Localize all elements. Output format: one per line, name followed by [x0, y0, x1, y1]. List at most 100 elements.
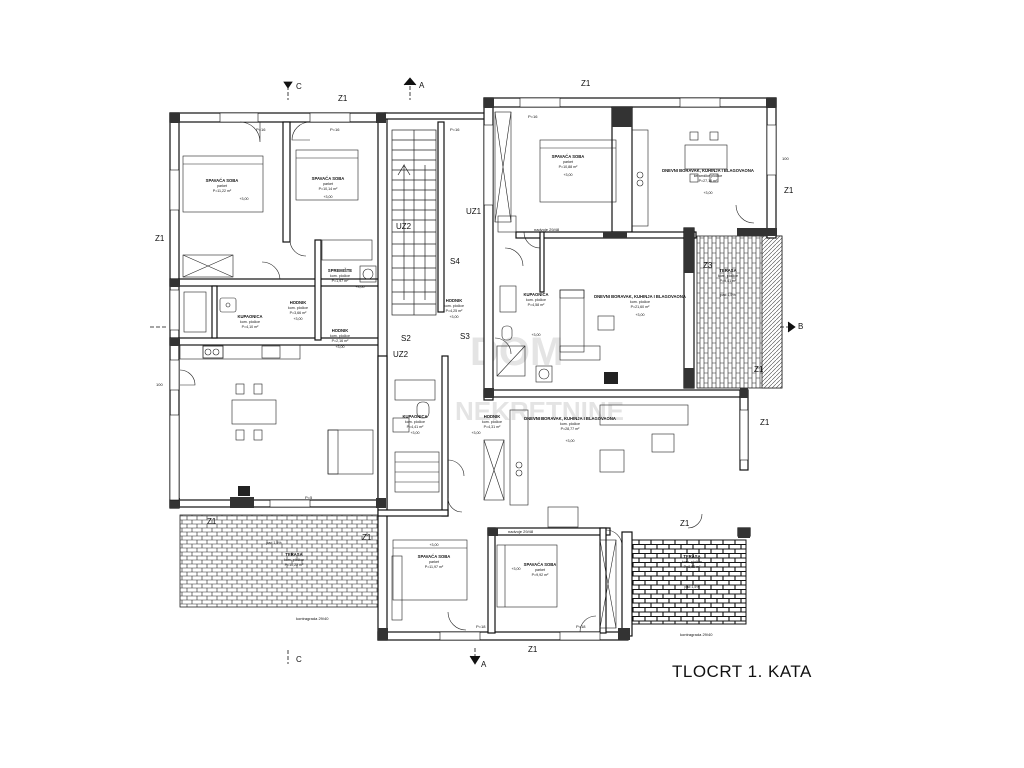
dark-fixtures: [202, 345, 618, 496]
tag-s2: S2: [401, 334, 411, 343]
svg-text:+3,00: +3,00: [355, 285, 364, 289]
staircase: [391, 129, 437, 316]
tag-z1: Z1: [362, 533, 372, 542]
svg-text:TERASA: TERASA: [683, 554, 700, 559]
dim-width: 100: [156, 382, 163, 387]
svg-text:DNEVNI BORAVAK, KUHINJA I BLAG: DNEVNI BORAVAK, KUHINJA I BLAGOVAONA: [594, 294, 686, 299]
room-label: SPAVAĆA SOBA parket P=11,97 m² +3,00: [418, 543, 451, 569]
svg-text:HODNIK: HODNIK: [446, 298, 463, 303]
door-swings: [179, 121, 755, 633]
section-marker-a-bottom: A: [481, 660, 487, 669]
dim-p16: P=16: [450, 127, 460, 132]
svg-text:KUPAONICA: KUPAONICA: [402, 414, 427, 419]
room-label: SPAVAĆA SOBA parket P=10,14 m² +3,00: [312, 176, 345, 199]
watermark: DOM NEKRETNINE: [455, 330, 624, 426]
svg-text:P=9,92 m²: P=9,92 m²: [532, 573, 549, 577]
svg-text:KUPAONICA: KUPAONICA: [523, 292, 548, 297]
svg-text:HODNIK: HODNIK: [332, 328, 349, 333]
svg-text:SPAVAĆA SOBA: SPAVAĆA SOBA: [524, 562, 557, 567]
tag-z3: Z3: [703, 261, 713, 270]
svg-text:kom. pločice: kom. pločice: [482, 420, 502, 424]
svg-text:DNEVNI BORAVAK, KUHINJA I BLAG: DNEVNI BORAVAK, KUHINJA I BLAGOVAONA: [662, 168, 754, 173]
room-labels: SPAVAĆA SOBA parket P=11,22 m² +3,00 SPA…: [206, 154, 754, 589]
svg-text:+3,00: +3,00: [429, 543, 438, 547]
dim-width: 100: [782, 156, 789, 161]
dim-p16: P=16: [330, 127, 340, 132]
watermark-line2: NEKRETNINE: [455, 396, 624, 426]
svg-text:SPREMIŠTE: SPREMIŠTE: [328, 268, 352, 273]
svg-text:kom. pločice: kom. pločice: [288, 306, 308, 310]
terrace-bottom-right: [627, 539, 747, 625]
room-label: TERASA kom. pločice P=10,22 m² pad 1,5%: [266, 541, 304, 567]
tag-z1: Z1: [760, 418, 770, 427]
columns: [170, 98, 777, 640]
svg-text:P=3,66 m²: P=3,66 m²: [290, 311, 307, 315]
svg-text:KUPAONICA: KUPAONICA: [237, 314, 262, 319]
svg-text:kom. pločice: kom. pločice: [526, 298, 546, 302]
dim-counter: kontragrada 29/40: [680, 632, 713, 637]
svg-text:P=11,22 m²: P=11,22 m²: [213, 189, 232, 193]
room-label: TERASA kom. pločice P=9,41 m² pad 1,5%: [718, 268, 738, 297]
svg-text:P=4,25 m²: P=4,25 m²: [446, 309, 463, 313]
svg-text:TERASA: TERASA: [285, 552, 302, 557]
tag-z1: Z1: [784, 186, 794, 195]
svg-text:parket: parket: [535, 568, 545, 572]
svg-text:+3,00: +3,00: [471, 431, 480, 435]
svg-text:+3,00: +3,00: [410, 431, 419, 435]
tag-z1: Z1: [207, 517, 217, 526]
room-label: TERASA kom. pločice P=8,62 m² pad 1,5%: [682, 554, 702, 589]
svg-text:kom. pločice: kom. pločice: [284, 558, 304, 562]
svg-text:P=4,58 m²: P=4,58 m²: [528, 303, 545, 307]
svg-text:+3,00: +3,00: [323, 195, 332, 199]
openings: [169, 97, 777, 641]
svg-text:kom. pločice: kom. pločice: [240, 320, 260, 324]
room-label: SPAVAĆA SOBA parket P=9,92 m² +3,00: [511, 562, 556, 577]
svg-text:keramičke pločice: keramičke pločice: [694, 174, 723, 178]
svg-text:kom. pločice: kom. pločice: [405, 420, 425, 424]
section-marker-a: A: [419, 81, 425, 90]
dim-lintel: nadvoje 29/48: [508, 529, 534, 534]
svg-text:kom. pločice: kom. pločice: [330, 334, 350, 338]
tag-uz2: UZ2: [393, 350, 409, 359]
svg-text:kom. pločice: kom. pločice: [682, 560, 702, 564]
svg-text:P=9,41 m²: P=9,41 m²: [720, 279, 737, 283]
tag-uz1: UZ1: [466, 207, 482, 216]
svg-text:P=1,97 m²: P=1,97 m²: [332, 279, 349, 283]
section-marker-b: B: [798, 322, 803, 331]
svg-text:parket: parket: [323, 182, 333, 186]
svg-text:kom. pločice: kom. pločice: [630, 300, 650, 304]
dim-p16: P=16: [528, 114, 538, 119]
svg-text:pad 1,5%: pad 1,5%: [266, 541, 282, 545]
room-label: SPAVAĆA SOBA parket P=10,88 m² +3,00: [552, 154, 585, 177]
tag-s3: S3: [460, 332, 470, 341]
tag-uz2: UZ2: [396, 222, 412, 231]
dim-counter: kontragrada 29/40: [296, 616, 329, 621]
section-marker-c: C: [296, 82, 302, 91]
plan-title: TLOCRT 1. KATA: [672, 662, 812, 681]
svg-text:+3,00: +3,00: [511, 567, 520, 571]
svg-text:pad 1,5%: pad 1,5%: [720, 293, 736, 297]
room-label: HODNIK kom. pločice P=4,25 m² +3,00: [444, 298, 464, 319]
svg-text:HODNIK: HODNIK: [484, 414, 501, 419]
svg-text:kom. pločice: kom. pločice: [718, 274, 738, 278]
svg-text:P=28,77 m²: P=28,77 m²: [561, 427, 580, 431]
tag-z1: Z1: [528, 645, 538, 654]
room-label: HODNIK kom. pločice P=3,66 m² +3,00: [288, 300, 308, 321]
svg-text:TERASA: TERASA: [719, 268, 736, 273]
svg-text:P=4,41 m²: P=4,41 m²: [407, 425, 424, 429]
svg-text:SPAVAĆA SOBA: SPAVAĆA SOBA: [418, 554, 451, 559]
svg-text:parket: parket: [429, 560, 439, 564]
tag-z1: Z1: [338, 94, 348, 103]
svg-text:+3,00: +3,00: [335, 345, 344, 349]
svg-text:+3,00: +3,00: [531, 333, 540, 337]
svg-text:P=8,62 m²: P=8,62 m²: [684, 565, 701, 569]
section-markers: [150, 77, 796, 665]
svg-text:DNEVNI BORAVAK, KUHINJA I BLAG: DNEVNI BORAVAK, KUHINJA I BLAGOVAONA: [524, 416, 616, 421]
tag-z1: Z1: [581, 79, 591, 88]
room-label: HODNIK kom. pločice P=4,31 m² +3,00: [471, 414, 502, 435]
svg-text:+3,00: +3,00: [293, 317, 302, 321]
svg-text:kom. pločice: kom. pločice: [330, 274, 350, 278]
svg-text:+3,00: +3,00: [703, 191, 712, 195]
room-label: SPAVAĆA SOBA parket P=11,22 m² +3,00: [206, 178, 249, 201]
room-label: DNEVNI BORAVAK, KUHINJA I BLAGOVAONA ker…: [662, 168, 754, 195]
